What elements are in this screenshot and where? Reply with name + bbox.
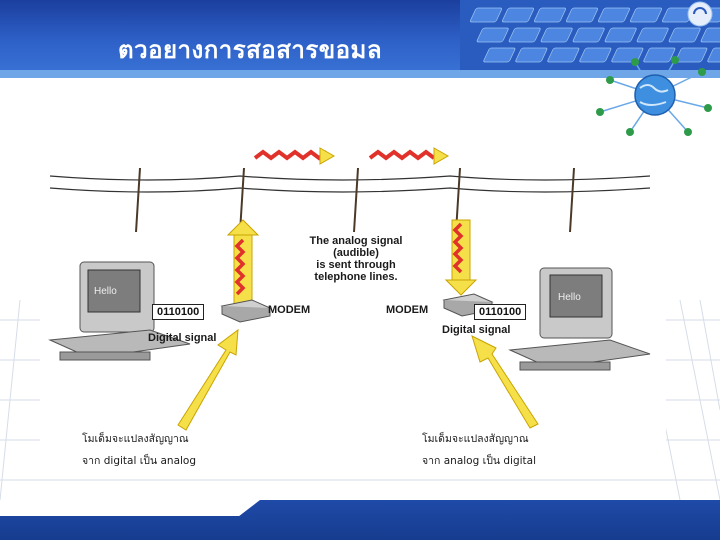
slide-header: ตวอยางการสอสารขอมล bbox=[0, 0, 720, 78]
analog-line-3: is sent through bbox=[316, 259, 396, 271]
footer-notch bbox=[0, 500, 260, 516]
left-modem bbox=[220, 299, 272, 323]
left-screen-text: Hello bbox=[94, 286, 117, 297]
slide-title: ตวอยางการสอสารขอมล bbox=[118, 36, 383, 64]
modem-diagram: Hello Hello 0110100 0110100 MODEM MODEM … bbox=[40, 140, 666, 470]
left-bits-box: 0110100 bbox=[152, 304, 205, 320]
telephone-poles bbox=[135, 167, 575, 233]
diagram-graphics bbox=[48, 147, 651, 431]
analog-line-2: (audible) bbox=[333, 247, 379, 259]
left-caption-line-2: จาก digital เป็น analog bbox=[82, 455, 197, 467]
right-caption: โมเด็มจะแปลงสัญญาณ จาก analog เป็น digit… bbox=[422, 428, 536, 472]
left-computer bbox=[48, 261, 191, 361]
network-globe-icon bbox=[596, 56, 712, 136]
right-bits-box: 0110100 bbox=[474, 304, 527, 320]
left-digital-signal-label: Digital signal bbox=[148, 332, 217, 344]
right-digital-signal-label: Digital signal bbox=[442, 324, 511, 336]
left-modem-label: MODEM bbox=[268, 304, 311, 316]
right-caption-line-2: จาก analog เป็น digital bbox=[422, 455, 537, 467]
right-modem-label: MODEM bbox=[386, 304, 429, 316]
analog-line-4: telephone lines. bbox=[314, 271, 398, 283]
right-screen-text: Hello bbox=[558, 292, 581, 303]
analog-line-1: The analog signal bbox=[309, 235, 403, 247]
vertical-signal-arrows bbox=[226, 219, 478, 306]
keyboard-decoration bbox=[460, 0, 720, 78]
analog-wave-arrows bbox=[253, 147, 450, 165]
caption-arrows bbox=[177, 328, 539, 431]
telephone-wires bbox=[49, 175, 651, 193]
analog-signal-description: The analog signal (audible) is sent thro… bbox=[298, 235, 414, 283]
right-caption-line-1: โมเด็มจะแปลงสัญญาณ bbox=[422, 433, 529, 445]
left-caption-line-1: โมเด็มจะแปลงสัญญาณ bbox=[82, 433, 189, 445]
header-stripe bbox=[0, 70, 720, 78]
right-computer bbox=[508, 267, 651, 371]
left-caption: โมเด็มจะแปลงสัญญาณ จาก digital เป็น anal… bbox=[82, 428, 196, 472]
